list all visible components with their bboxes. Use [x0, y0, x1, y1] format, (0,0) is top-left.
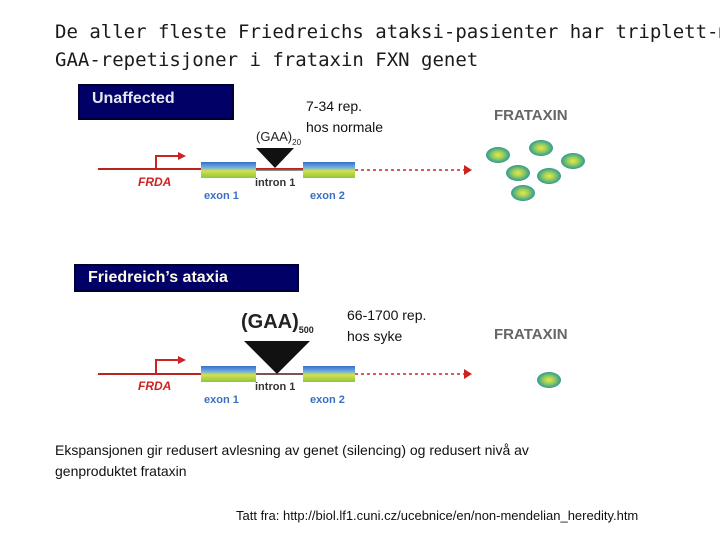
intron-1-label: intron 1: [255, 381, 295, 393]
promoter-arrow: [155, 359, 178, 374]
frataxin-protein: [506, 165, 530, 181]
promoter-arrow: [155, 155, 178, 169]
frda-gene-figure: FRDA exon 1 intron 1 exon 2 (GAA)20 FRAT…: [98, 78, 606, 412]
note-line: hos normale: [306, 119, 384, 135]
exon-2-label: exon 2: [310, 394, 345, 406]
gaa-repeat-triangle: [256, 148, 294, 168]
frataxin-protein: [486, 147, 510, 163]
gaa-repeat-label: (GAA)500: [241, 311, 314, 335]
exon-1-label: exon 1: [204, 190, 239, 202]
affected-panel: FRDA exon 1 intron 1 exon 2 (GAA)500 FRA…: [98, 311, 568, 406]
gaa-repeat-triangle: [244, 341, 310, 374]
gaa-repeat-label: (GAA)20: [256, 129, 302, 147]
caption-line-2: genproduktet frataxin: [55, 463, 187, 479]
promoter-arrowhead: [178, 152, 186, 160]
note-line: hos syke: [347, 328, 403, 344]
transcript-arrowhead: [464, 369, 472, 379]
exon-2-block: [303, 366, 355, 382]
unaffected-panel: FRDA exon 1 intron 1 exon 2 (GAA)20 FRAT…: [98, 107, 585, 202]
note-line: 66-1700 rep.: [347, 307, 427, 323]
friedreichs-ataxia-label: Friedreich’s ataxia: [74, 264, 299, 292]
slide-caption: Ekspansjonen gir redusert avlesning av g…: [55, 440, 675, 482]
exon-2-block: [303, 162, 355, 178]
frataxin-protein: [511, 185, 535, 201]
title-line-1: De aller fleste Friedreichs ataksi-pasie…: [55, 21, 720, 43]
affected-repeat-note: 66-1700 rep. hos syke: [347, 305, 426, 347]
intron-1-label: intron 1: [255, 177, 295, 189]
transcript-arrowhead: [464, 165, 472, 175]
caption-line-1: Ekspansjonen gir redusert avlesning av g…: [55, 442, 529, 458]
slide-title: De aller fleste Friedreichs ataksi-pasie…: [55, 18, 720, 74]
frataxin-protein: [529, 140, 553, 156]
unaffected-label: Unaffected: [78, 84, 234, 120]
promoter-arrowhead: [178, 356, 186, 364]
exon-1-block: [201, 366, 256, 382]
frataxin-protein: [561, 153, 585, 169]
gene-name: FRDA: [138, 379, 171, 393]
gene-name: FRDA: [138, 175, 171, 189]
exon-2-label: exon 2: [310, 190, 345, 202]
frataxin-protein: [537, 372, 561, 388]
exon-1-label: exon 1: [204, 394, 239, 406]
frataxin-proteins: [486, 140, 585, 201]
title-line-2: GAA-repetisjoner i frataxin FXN genet: [55, 49, 479, 71]
exon-1-block: [201, 162, 256, 178]
frataxin-label: FRATAXIN: [494, 326, 568, 343]
frataxin-label: FRATAXIN: [494, 107, 568, 124]
source-citation: Tatt fra: http://biol.lf1.cuni.cz/ucebni…: [236, 508, 639, 523]
unaffected-repeat-note: 7-34 rep. hos normale: [306, 96, 383, 138]
frataxin-protein: [537, 168, 561, 184]
note-line: 7-34 rep.: [306, 98, 363, 114]
